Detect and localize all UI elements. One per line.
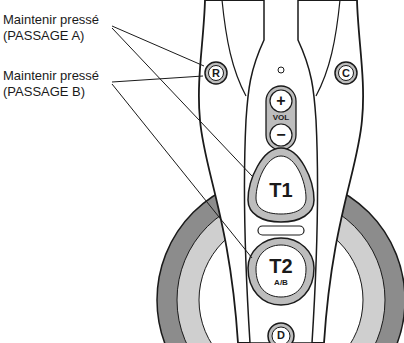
button-symbol: + [276,93,285,109]
button-symbol: − [276,127,285,143]
button-label: R [212,68,220,79]
instruction-label: Maintenir pressé (PASSAGE A) [3,12,125,44]
button-label: T2 [269,256,292,276]
button-label: D [277,330,285,341]
button-label: T1 [269,180,292,200]
button-label: VOL [273,114,289,122]
button-label: A/B [274,279,288,287]
button-label: C [342,68,350,79]
leader-lines [112,26,252,258]
instruction-label: Maintenir pressé (PASSAGE B) [3,68,125,100]
